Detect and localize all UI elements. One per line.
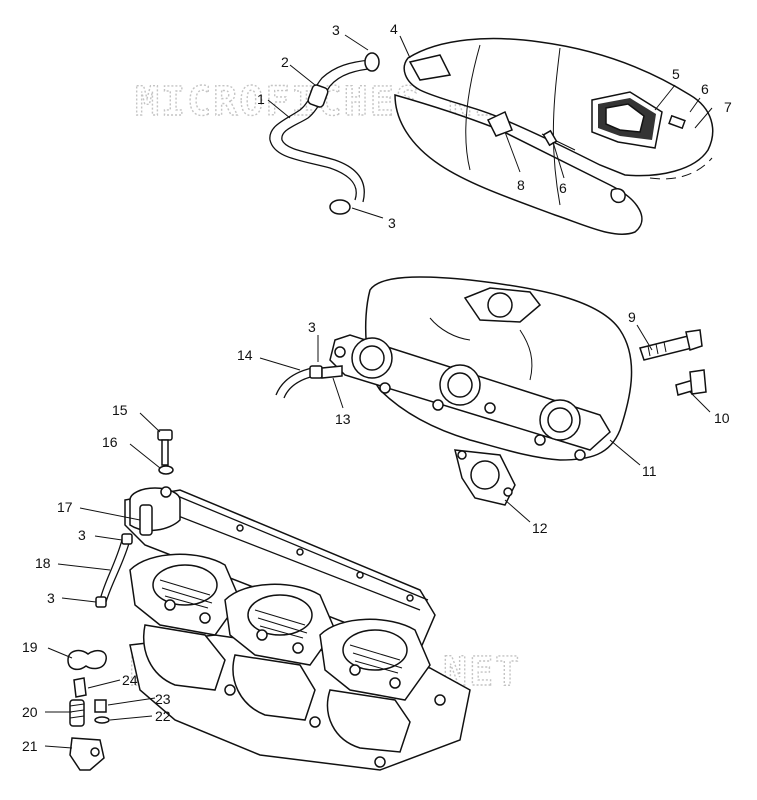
callout-22: 22 (155, 708, 171, 724)
washer-16 (158, 465, 174, 475)
clamp-8 (486, 110, 513, 137)
hose-18 (95, 533, 133, 608)
callout-2: 2 (281, 54, 289, 70)
callout-16: 16 (102, 434, 118, 450)
callout-4: 4 (390, 21, 398, 37)
hose-end-3-lower (95, 596, 107, 608)
valve-24 (73, 677, 87, 698)
callout-3-manifold: 3 (308, 319, 316, 335)
callouts: 3 2 1 4 5 6 7 8 6 3 9 3 14 13 10 11 12 1… (22, 21, 732, 754)
bolt-15 (157, 429, 173, 466)
callout-7: 7 (724, 99, 732, 115)
spring-20 (69, 699, 85, 727)
gasket-12 (454, 449, 516, 506)
screw-23 (94, 699, 107, 713)
callout-17: 17 (57, 499, 73, 515)
callout-10: 10 (714, 410, 730, 426)
callout-13: 13 (335, 411, 351, 427)
leader-lines (44, 34, 713, 749)
plug-6 (668, 114, 686, 130)
callout-9: 9 (628, 309, 636, 325)
cylinder-block (124, 487, 471, 771)
callout-6-lower: 6 (559, 180, 567, 196)
gasket-19 (67, 649, 107, 671)
bolt-9 (639, 329, 703, 361)
washer-22 (94, 716, 110, 724)
callout-3: 3 (332, 22, 340, 38)
hose-end-3-upper (121, 533, 133, 545)
callout-12: 12 (532, 520, 548, 536)
callout-1: 1 (257, 91, 265, 107)
callout-8: 8 (517, 177, 525, 193)
callout-3-hose-lower: 3 (47, 590, 55, 606)
water-hose-1 (269, 52, 380, 215)
fitting-4 (408, 54, 452, 81)
stud-10 (675, 369, 707, 396)
nipple-13 (321, 365, 343, 379)
exhaust-pipe (394, 37, 714, 236)
callout-20: 20 (22, 704, 38, 720)
hose-end-3-bottom (329, 199, 351, 215)
callout-24: 24 (122, 672, 138, 688)
callout-3-hose-upper: 3 (78, 527, 86, 543)
callout-15: 15 (112, 402, 128, 418)
exhaust-bracket-5 (591, 91, 663, 149)
hose-14 (275, 365, 343, 399)
callout-18: 18 (35, 555, 51, 571)
housing-21 (69, 737, 105, 771)
callout-21: 21 (22, 738, 38, 754)
hose-end-3-top (364, 52, 380, 72)
callout-23: 23 (155, 691, 171, 707)
callout-11: 11 (642, 463, 657, 479)
callout-3-top-right: 3 (388, 215, 396, 231)
callout-5: 5 (672, 66, 680, 82)
hose-clamp-2 (307, 84, 329, 108)
callout-14: 14 (237, 347, 253, 363)
callout-19: 19 (22, 639, 38, 655)
exhaust-manifold (329, 276, 633, 461)
callout-6: 6 (701, 81, 709, 97)
